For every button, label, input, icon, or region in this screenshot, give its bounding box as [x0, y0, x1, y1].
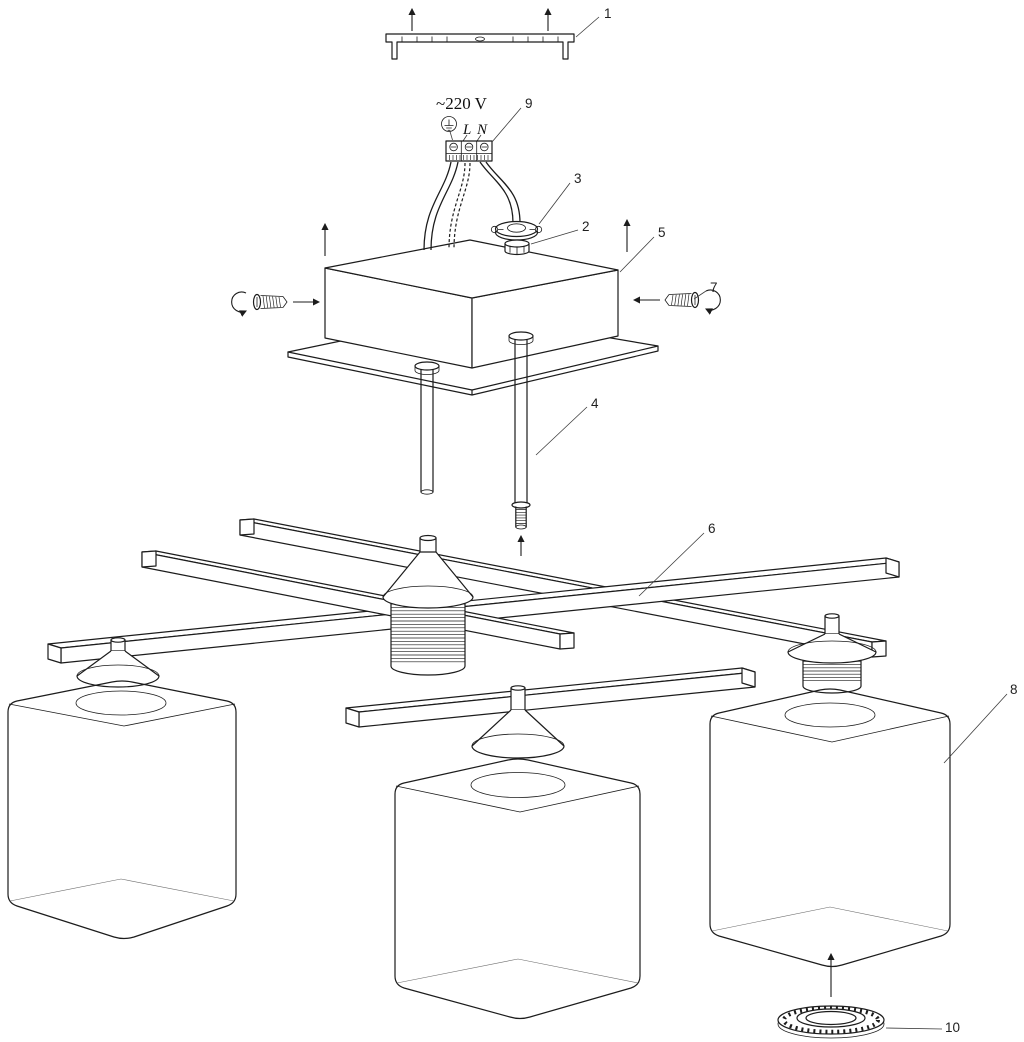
leader-line-5: [619, 236, 655, 273]
socket-center: [471, 685, 565, 759]
part-label-8: 8: [1010, 682, 1018, 697]
leader-line-1: [575, 16, 600, 38]
screw-right: [632, 289, 721, 315]
mains-wires: [423, 161, 521, 251]
frame-bar-front: [345, 667, 756, 728]
leader-line-3: [538, 182, 571, 225]
strap-install-arrows: [408, 7, 552, 31]
part-label-7: 7: [710, 280, 718, 295]
wire-right: [485, 161, 521, 224]
canopy-box: [324, 239, 619, 369]
live-leader: [462, 134, 468, 142]
hanger-rod-right: [508, 331, 534, 556]
part-label-6: 6: [708, 521, 716, 536]
socket-right: [787, 613, 877, 694]
mounting-strap: [385, 33, 575, 60]
neutral-label: N: [476, 122, 488, 138]
frame-bar-long: [47, 557, 900, 664]
terminal-block: [445, 140, 493, 162]
leader-line-9: [491, 107, 522, 143]
retaining-ring: [777, 1005, 885, 1039]
wire-left: [430, 161, 459, 251]
leader-line-8: [943, 693, 1008, 764]
part-label-9: 9: [525, 96, 533, 111]
central-hub: [382, 534, 474, 676]
part-label-10: 10: [945, 1020, 960, 1035]
earth-leader: [449, 131, 453, 141]
part-callouts: 1 9 3 2 5 7 4 6 8 10: [491, 6, 1018, 1035]
cable-clamp: [490, 220, 543, 241]
shade-left: [7, 680, 237, 940]
hanger-rod-left: [414, 361, 440, 495]
wire-left: [423, 161, 452, 251]
part-label-4: 4: [591, 396, 599, 411]
leader-line-4: [535, 406, 588, 456]
screw-left: [231, 291, 321, 317]
power-connection: ~220 V L N: [436, 94, 493, 162]
leader-line-10: [885, 1027, 943, 1030]
part-label-1: 1: [604, 6, 612, 21]
rotate-arrow-icon: [231, 291, 247, 317]
leader-line-6: [638, 532, 705, 597]
wire-earth-braided: [448, 162, 466, 250]
part-label-2: 2: [582, 219, 590, 234]
shade-right: [709, 688, 951, 968]
earth-symbol-icon: [441, 116, 457, 132]
leader-line-7: [693, 290, 707, 300]
rotate-arrow-icon: [705, 289, 721, 315]
live-label: L: [462, 122, 471, 138]
part-label-3: 3: [574, 171, 582, 186]
voltage-label: ~220 V: [436, 94, 488, 113]
neutral-leader: [476, 134, 482, 142]
leader-line-2: [530, 229, 579, 245]
canopy-install-arrows: [321, 218, 631, 256]
part-label-5: 5: [658, 225, 666, 240]
wire-earth-braided: [453, 162, 471, 250]
socket-left: [76, 637, 160, 688]
shade-center: [394, 758, 641, 1020]
clamp-nut: [504, 239, 530, 256]
wire-right: [479, 161, 514, 224]
